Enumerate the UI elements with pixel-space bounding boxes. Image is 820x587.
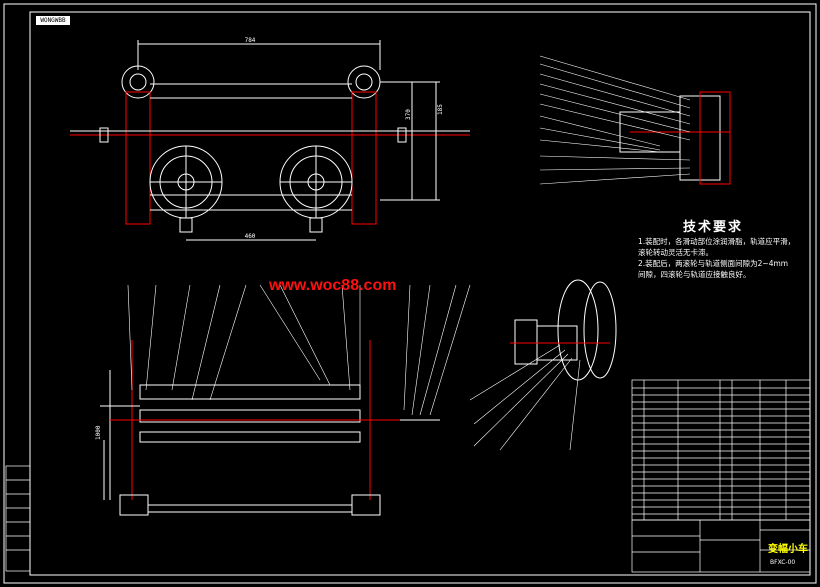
dim-front-height: 1000: [95, 425, 102, 440]
tech-req-line: 1.装配时，各滑动部位涂润滑脂，轨道应平滑，: [638, 237, 796, 246]
dim-height-right: 370: [405, 109, 412, 120]
tech-req-line: 2.装配后，两滚轮与轨道侧面间隙为2~4mm: [638, 259, 789, 268]
tech-req-line: 滚轮转动灵活无卡滞。: [638, 248, 713, 257]
top-right-detail: [539, 55, 731, 185]
title-block-code: BFXC-00: [770, 559, 796, 566]
dim-top-width: 784: [245, 37, 256, 44]
left-strip: [5, 465, 31, 572]
dim-height-far: 185: [437, 104, 444, 115]
watermark: www.woc88.com: [269, 277, 397, 294]
title-block-name: 变幅小车: [768, 544, 808, 555]
drawing-tag: WONGWBB: [36, 16, 70, 25]
dim-wheel-span: 460: [245, 233, 256, 240]
top-view: [70, 40, 470, 241]
sheave-detail: [469, 279, 617, 451]
inner-border: [29, 11, 811, 576]
parts-table: [631, 379, 811, 573]
outer-border: [3, 3, 817, 584]
tech-req-line: 间隙，四滚轮与轨道应接触良好。: [638, 270, 751, 279]
front-view: [100, 284, 471, 516]
tech-req-title: 技术要求: [683, 220, 744, 235]
